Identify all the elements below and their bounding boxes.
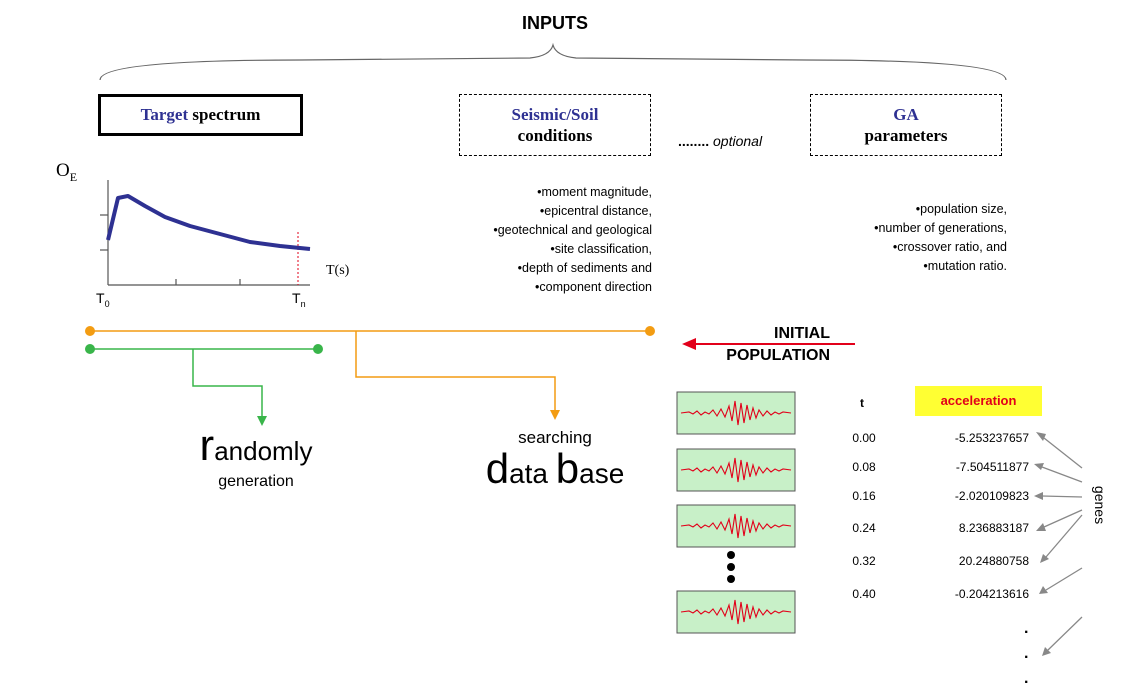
- genes-arrowheads: [1034, 432, 1051, 656]
- tn-main: T: [292, 290, 301, 306]
- vertical-dot-1: [727, 551, 735, 559]
- t-value: 0.24: [852, 521, 876, 535]
- tn-sub: n: [300, 298, 306, 309]
- acceleration-value: -5.253237657: [954, 431, 1029, 445]
- green-connector: [90, 348, 318, 416]
- ga-parameters-list: •population size, •number of generations…: [787, 200, 1007, 276]
- t0-sub: 0: [104, 298, 110, 309]
- target-word: Target: [140, 105, 189, 124]
- acceleration-value: -0.204213616: [954, 587, 1029, 601]
- ellipsis-dot-3: .: [1024, 670, 1029, 687]
- vertical-dot-2: [727, 563, 735, 571]
- orange-arrowhead: [550, 410, 560, 420]
- waveform-1: [676, 391, 796, 435]
- seismic-item: •site classification,: [550, 242, 652, 256]
- randomly-big-letter: r: [199, 421, 215, 470]
- orange-connector: [90, 330, 650, 410]
- green-dot-left: [85, 344, 95, 354]
- t0-label: T0: [96, 290, 110, 309]
- target-spectrum-box: Target spectrum: [98, 94, 303, 136]
- t0-main: T: [96, 290, 105, 306]
- optional-label: ........ optional: [678, 133, 762, 149]
- seismic-conditions-list: •moment magnitude, •epicentral distance,…: [432, 183, 652, 297]
- ga-line1: GA: [893, 105, 919, 124]
- waveform-2: [676, 448, 796, 492]
- randomly-generation-label: randomly generation: [186, 424, 326, 491]
- searching-database-label: searching data base: [470, 428, 640, 495]
- seismic-item: •moment magnitude,: [537, 185, 652, 199]
- x-axis-label: T(s): [326, 263, 350, 278]
- acceleration-value: 20.24880758: [958, 554, 1029, 568]
- waveform-3: [676, 504, 796, 548]
- y-axis-label-main: O: [56, 160, 70, 181]
- generation-word: generation: [218, 473, 294, 490]
- green-dot-right: [313, 344, 323, 354]
- seismic-item: •geotechnical and geological: [493, 223, 652, 237]
- ga-item: •population size,: [915, 202, 1007, 216]
- seismic-soil-line1: Seismic/Soil: [511, 105, 599, 124]
- ga-line2: parameters: [864, 126, 948, 145]
- data-rest: ata: [509, 458, 556, 489]
- vertical-dot-3: [727, 575, 735, 583]
- initial-population-label: INITIAL POPULATION: [700, 323, 830, 367]
- t-header: t: [860, 396, 864, 410]
- orange-dot-right: [645, 326, 655, 336]
- y-axis-label-sub: E: [69, 169, 78, 184]
- seismic-soil-line2: conditions: [517, 126, 593, 145]
- ellipsis-dot-2: .: [1024, 645, 1029, 662]
- t-value: 0.08: [852, 460, 876, 474]
- seismic-item: •epicentral distance,: [539, 204, 652, 218]
- spectrum-curve: [106, 194, 311, 251]
- tn-label: Tn: [292, 290, 306, 309]
- acceleration-header: acceleration: [915, 386, 1042, 416]
- ga-item: •crossover ratio, and: [892, 240, 1007, 254]
- genes-arrows: [1041, 437, 1083, 651]
- t-value: 0.00: [852, 431, 876, 445]
- ga-parameters-box: GA parameters: [810, 94, 1002, 156]
- inputs-brace: [99, 42, 1007, 81]
- randomly-rest: andomly: [214, 436, 313, 466]
- ga-item: •mutation ratio.: [923, 259, 1007, 273]
- initial-label: INITIAL: [774, 325, 830, 342]
- ellipsis-dot-1: .: [1024, 620, 1029, 637]
- population-label: POPULATION: [726, 347, 830, 364]
- t-value: 0.40: [852, 587, 876, 601]
- seismic-item: •depth of sediments and: [517, 261, 652, 275]
- acceleration-value: 8.236883187: [958, 521, 1029, 535]
- green-arrowhead: [257, 416, 267, 426]
- optional-dots: ........: [678, 133, 710, 149]
- t-value: 0.16: [852, 489, 876, 503]
- searching-word: searching: [518, 428, 592, 447]
- seismic-soil-box: Seismic/Soil conditions: [459, 94, 651, 156]
- y-axis-label: OE: [56, 160, 77, 185]
- spectrum-word: spectrum: [192, 105, 261, 124]
- data-big-letter: d: [485, 445, 510, 492]
- ga-item: •number of generations,: [874, 221, 1007, 235]
- acceleration-value: -2.020109823: [954, 489, 1029, 503]
- t-value: 0.32: [852, 554, 876, 568]
- seismic-item: •component direction: [535, 280, 652, 294]
- acceleration-value: -7.504511877: [955, 460, 1029, 474]
- red-arrowhead: [682, 338, 696, 350]
- base-rest: ase: [579, 458, 625, 489]
- optional-text: optional: [713, 133, 763, 149]
- inputs-title: INPUTS: [521, 13, 588, 33]
- genes-label: genes: [1092, 485, 1108, 525]
- base-big-letter: b: [555, 445, 580, 492]
- waveform-4: [676, 590, 796, 634]
- orange-dot-left: [85, 326, 95, 336]
